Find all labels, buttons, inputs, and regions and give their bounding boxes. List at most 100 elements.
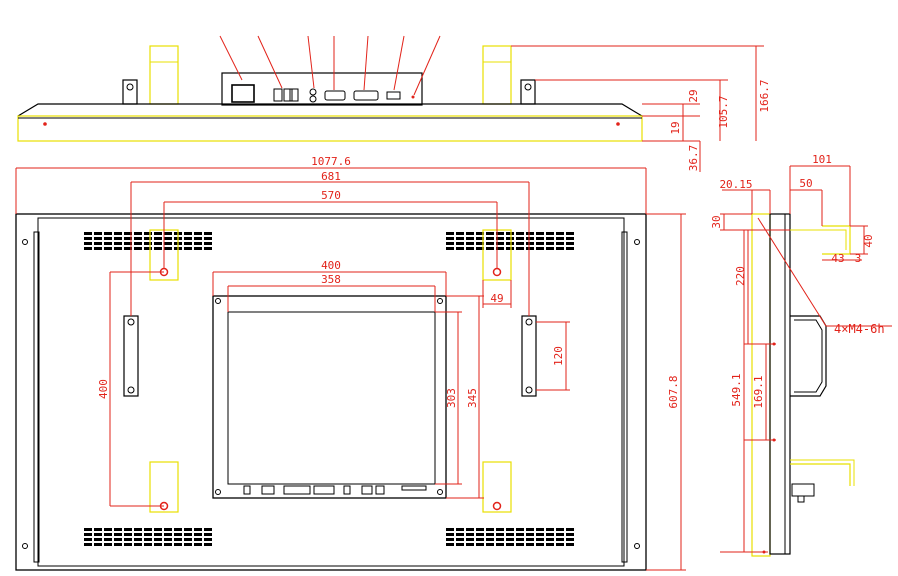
vent-slot [94, 237, 102, 240]
vent-slot [566, 543, 574, 546]
vent-slot [84, 237, 92, 240]
dim-49: 49 [490, 292, 503, 305]
vent-slot [134, 533, 142, 536]
vent-slot [194, 528, 202, 531]
vent-slot [184, 242, 192, 245]
dim-303: 303 [445, 388, 458, 408]
vent-slot [506, 242, 514, 245]
vent-slot [134, 543, 142, 546]
vent-slot [466, 533, 474, 536]
vent-slot [94, 242, 102, 245]
vent-slot [556, 232, 564, 235]
vent-slot [556, 528, 564, 531]
vent-slot [456, 528, 464, 531]
vent-slot [104, 232, 112, 235]
dim-549-1: 549.1 [730, 373, 743, 406]
vent-slot [496, 528, 504, 531]
vent-slot [204, 242, 212, 245]
vent-slot [144, 533, 152, 536]
vent-slot [536, 232, 544, 235]
vent-slot [476, 237, 484, 240]
vent-slot [194, 242, 202, 245]
vent-slot [194, 247, 202, 250]
vent-slot [124, 242, 132, 245]
vent-slot [466, 528, 474, 531]
vent-slot [566, 242, 574, 245]
vent-slot [566, 538, 574, 541]
vent-slot [134, 528, 142, 531]
side-body [769, 213, 791, 555]
vent-slot [184, 237, 192, 240]
vent-slot [476, 543, 484, 546]
vent-slot [556, 242, 564, 245]
vent-slot [526, 533, 534, 536]
vent-slot [526, 232, 534, 235]
vent-slot [104, 543, 112, 546]
vent-slot [516, 538, 524, 541]
vent-slot [516, 533, 524, 536]
vent-slot [124, 237, 132, 240]
vent-slot [84, 533, 92, 536]
vent-slot [194, 533, 202, 536]
vent-slot [184, 247, 192, 250]
vent-slot [526, 242, 534, 245]
dim-570: 570 [321, 189, 341, 202]
vent-slot [84, 538, 92, 541]
vent-slot [144, 232, 152, 235]
vent-slot [94, 533, 102, 536]
vent-slot [194, 232, 202, 235]
vent-slot [506, 232, 514, 235]
vent-slot [496, 237, 504, 240]
vent-slot [104, 538, 112, 541]
vent-slot [94, 232, 102, 235]
vent-slot [556, 237, 564, 240]
vent-slot [526, 237, 534, 240]
vent-slot [84, 247, 92, 250]
vent-slot [114, 237, 122, 240]
vent-slot [144, 528, 152, 531]
vent-slot [566, 232, 574, 235]
vent-slot [476, 533, 484, 536]
handle-left [123, 315, 139, 397]
vent-slot [114, 528, 122, 531]
vent-slot [456, 538, 464, 541]
vent-slot [526, 543, 534, 546]
vent-slot [456, 237, 464, 240]
vent-slot [84, 232, 92, 235]
vent-slot [144, 247, 152, 250]
vent-slot [516, 543, 524, 546]
vent-slot [446, 533, 454, 536]
vent-slot [556, 538, 564, 541]
vent-slot [496, 232, 504, 235]
vent-slot [506, 528, 514, 531]
vent-slot [546, 232, 554, 235]
vent-slot [154, 543, 162, 546]
dim-358: 358 [321, 273, 341, 286]
vent-slot [566, 237, 574, 240]
vent-slot [114, 533, 122, 536]
dim-43: 43 [831, 252, 844, 265]
vent-slot [486, 242, 494, 245]
vent-slot [486, 247, 494, 250]
vent-slot [536, 538, 544, 541]
vent-slot [204, 533, 212, 536]
vent-slot [94, 247, 102, 250]
dim-50: 50 [799, 177, 812, 190]
front-frame-inner [37, 217, 625, 567]
bracket-bottom-right [482, 461, 512, 513]
vent-slot [516, 242, 524, 245]
vent-slot [546, 242, 554, 245]
vent-slot [456, 543, 464, 546]
vent-slot [124, 533, 132, 536]
top-view: 166.7 105.7 29 19 36.7 [17, 35, 771, 172]
vent-slot [154, 528, 162, 531]
vent-slot [516, 528, 524, 531]
vent-slot [446, 247, 454, 250]
vent-slot [536, 237, 544, 240]
vent-slot [84, 242, 92, 245]
vent-slot [114, 232, 122, 235]
vent-slot [134, 232, 142, 235]
vent-slot [546, 237, 554, 240]
vent-slot [204, 528, 212, 531]
vent-slot [546, 543, 554, 546]
